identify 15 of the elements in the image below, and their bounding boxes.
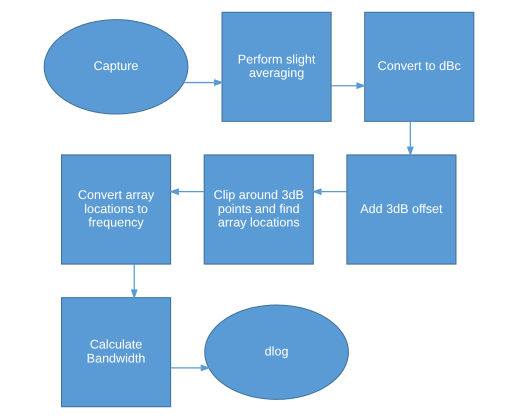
node-box: Convert to dBc bbox=[364, 12, 474, 122]
arrow bbox=[330, 82, 366, 90]
arrow bbox=[406, 122, 414, 157]
node-box: Perform slight averaging bbox=[221, 12, 332, 122]
node-box: Add 3dB offset bbox=[346, 154, 456, 265]
node-box: Convert array locations to frequency bbox=[60, 154, 171, 265]
node-box: Clip around 3dB points and find array locations bbox=[203, 154, 314, 265]
arrow bbox=[184, 79, 224, 86]
arrow bbox=[130, 264, 138, 300]
arrow bbox=[170, 364, 210, 372]
node-ellipse: dlog bbox=[204, 304, 348, 400]
arrow bbox=[168, 188, 204, 196]
node-ellipse: Capture bbox=[43, 19, 188, 115]
node-box: Calculate Bandwidth bbox=[60, 297, 171, 408]
arrow bbox=[311, 188, 346, 196]
